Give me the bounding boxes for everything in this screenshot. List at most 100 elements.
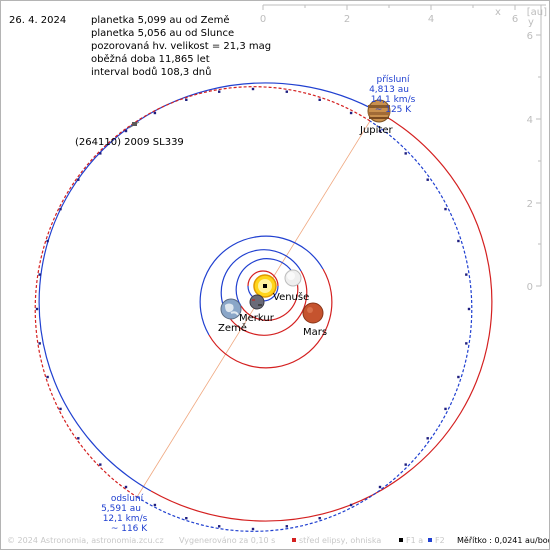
orbit-point bbox=[404, 152, 407, 155]
mars bbox=[302, 302, 324, 324]
perihelion-info: přísluní 4,813 au 14,1 km/s ~ 125 K bbox=[369, 75, 416, 115]
tick-x-6: 6 bbox=[512, 14, 518, 25]
aphelion-distance: 5,591 au bbox=[101, 504, 141, 514]
tick-x-0: 0 bbox=[260, 14, 266, 25]
jupiter-label: Jupiter bbox=[359, 125, 393, 136]
orbit-point bbox=[285, 90, 288, 93]
earth-label: Země bbox=[218, 322, 247, 334]
object-name: (264110) 2009 SL339 bbox=[75, 137, 184, 148]
tick-y-4: 4 bbox=[527, 115, 533, 126]
tick-x-4: 4 bbox=[428, 14, 434, 25]
perihelion-title: přísluní bbox=[376, 75, 410, 85]
orbit-point bbox=[99, 463, 102, 466]
orbit-point bbox=[457, 375, 460, 379]
aphelion-title: odsluní bbox=[111, 494, 144, 504]
orbit-point bbox=[349, 111, 353, 115]
info-magnitude: pozorovaná hv. velikost = 21,3 mag bbox=[91, 40, 271, 52]
orbit-point bbox=[318, 98, 321, 101]
orbit-point bbox=[465, 342, 468, 345]
axis-x-label: x bbox=[495, 7, 501, 18]
jupiter bbox=[367, 99, 391, 123]
orbit-point bbox=[38, 342, 41, 345]
info-distance-sun: planetka 5,056 au od Slunce bbox=[91, 28, 234, 39]
earth-orbit bbox=[220, 249, 302, 315]
orbit-point bbox=[185, 517, 188, 520]
info-period: oběžná doba 11,865 let bbox=[91, 53, 210, 65]
legend-center-marker bbox=[292, 538, 296, 542]
orbit-points bbox=[35, 87, 471, 531]
orbit-point bbox=[38, 273, 41, 276]
orbit-point bbox=[465, 273, 468, 276]
mars-orbit bbox=[199, 235, 324, 336]
orbit-point bbox=[218, 525, 221, 528]
footer-legend-f2: F2 bbox=[435, 536, 445, 545]
tick-y-2: 2 bbox=[527, 199, 533, 210]
outer-orbits bbox=[34, 82, 493, 532]
orbit-point bbox=[444, 207, 447, 211]
orbit-point bbox=[404, 463, 407, 466]
axes bbox=[262, 4, 546, 287]
orbit-point bbox=[185, 98, 188, 101]
perihelion-speed: 14,1 km/s bbox=[371, 95, 416, 105]
footer-generated: Vygenerováno za 0,10 s bbox=[179, 536, 275, 545]
footer-scale: Měřítko : 0,0241 au/bod bbox=[457, 536, 549, 545]
orbit-point bbox=[251, 87, 255, 91]
orbit-point bbox=[378, 129, 382, 133]
orbit-point bbox=[285, 525, 288, 528]
axis-unit-label: [au] bbox=[527, 7, 547, 18]
orbit-point bbox=[46, 239, 49, 243]
orbit-point bbox=[124, 485, 128, 489]
orbit-point bbox=[35, 307, 39, 311]
footer-copyright: © 2024 Astronomia, astronomia.zcu.cz bbox=[7, 536, 164, 545]
venus-orbit bbox=[235, 258, 294, 307]
orbit-point bbox=[99, 152, 102, 155]
venus bbox=[284, 269, 302, 287]
axis-y-label: y bbox=[528, 17, 534, 28]
mars-label: Mars bbox=[303, 327, 327, 338]
orbit-point bbox=[251, 527, 255, 531]
footer-legend-f1: F1 a bbox=[406, 536, 423, 545]
venus-label: Venuše bbox=[273, 291, 309, 303]
orbit-point bbox=[426, 178, 429, 181]
sun bbox=[253, 274, 277, 298]
earth bbox=[220, 298, 242, 320]
orbit-point bbox=[153, 111, 157, 115]
orbit-point bbox=[59, 407, 62, 411]
orbit-point bbox=[77, 437, 80, 440]
date-label: 26. 4. 2024 bbox=[9, 15, 66, 26]
footer-legend-center: střed elipsy, ohniska bbox=[299, 536, 381, 545]
perihelion-distance: 4,813 au bbox=[369, 85, 409, 95]
orbit-point bbox=[124, 129, 128, 133]
legend-f1-marker bbox=[399, 538, 403, 542]
orbit-point bbox=[378, 485, 382, 489]
apsidal-line bbox=[136, 120, 371, 498]
tick-y-0: 0 bbox=[527, 282, 533, 293]
tick-y-6: 6 bbox=[527, 31, 533, 42]
orbit-point bbox=[349, 503, 353, 507]
orbit-point bbox=[426, 437, 429, 440]
aphelion-speed: 12,1 km/s bbox=[103, 514, 148, 524]
orbit-point bbox=[46, 375, 49, 379]
orbit-point bbox=[444, 407, 447, 411]
legend-f2-marker bbox=[428, 538, 432, 542]
orbit-point bbox=[59, 207, 62, 211]
asteroid-orbit-near bbox=[34, 86, 371, 498]
info-interval: interval bodů 108,3 dnů bbox=[91, 66, 211, 78]
orbit-point bbox=[318, 517, 321, 520]
jupiter-orbit bbox=[38, 82, 381, 492]
orbit-point bbox=[153, 503, 157, 507]
aphelion-info: odsluní 5,591 au 12,1 km/s ~ 116 K bbox=[101, 494, 148, 534]
asteroid-marker bbox=[128, 121, 140, 129]
orbit-point bbox=[457, 239, 460, 243]
inner-orbits bbox=[199, 235, 333, 369]
mercury-label: Merkur bbox=[239, 313, 275, 324]
info-distance-earth: planetka 5,099 au od Země bbox=[91, 14, 230, 26]
mercury bbox=[249, 294, 265, 310]
tick-x-2: 2 bbox=[344, 14, 350, 25]
aphelion-temperature: ~ 116 K bbox=[111, 524, 148, 534]
orbit-point bbox=[467, 307, 471, 311]
orbit-point bbox=[218, 90, 221, 93]
orbit-point bbox=[77, 178, 80, 181]
